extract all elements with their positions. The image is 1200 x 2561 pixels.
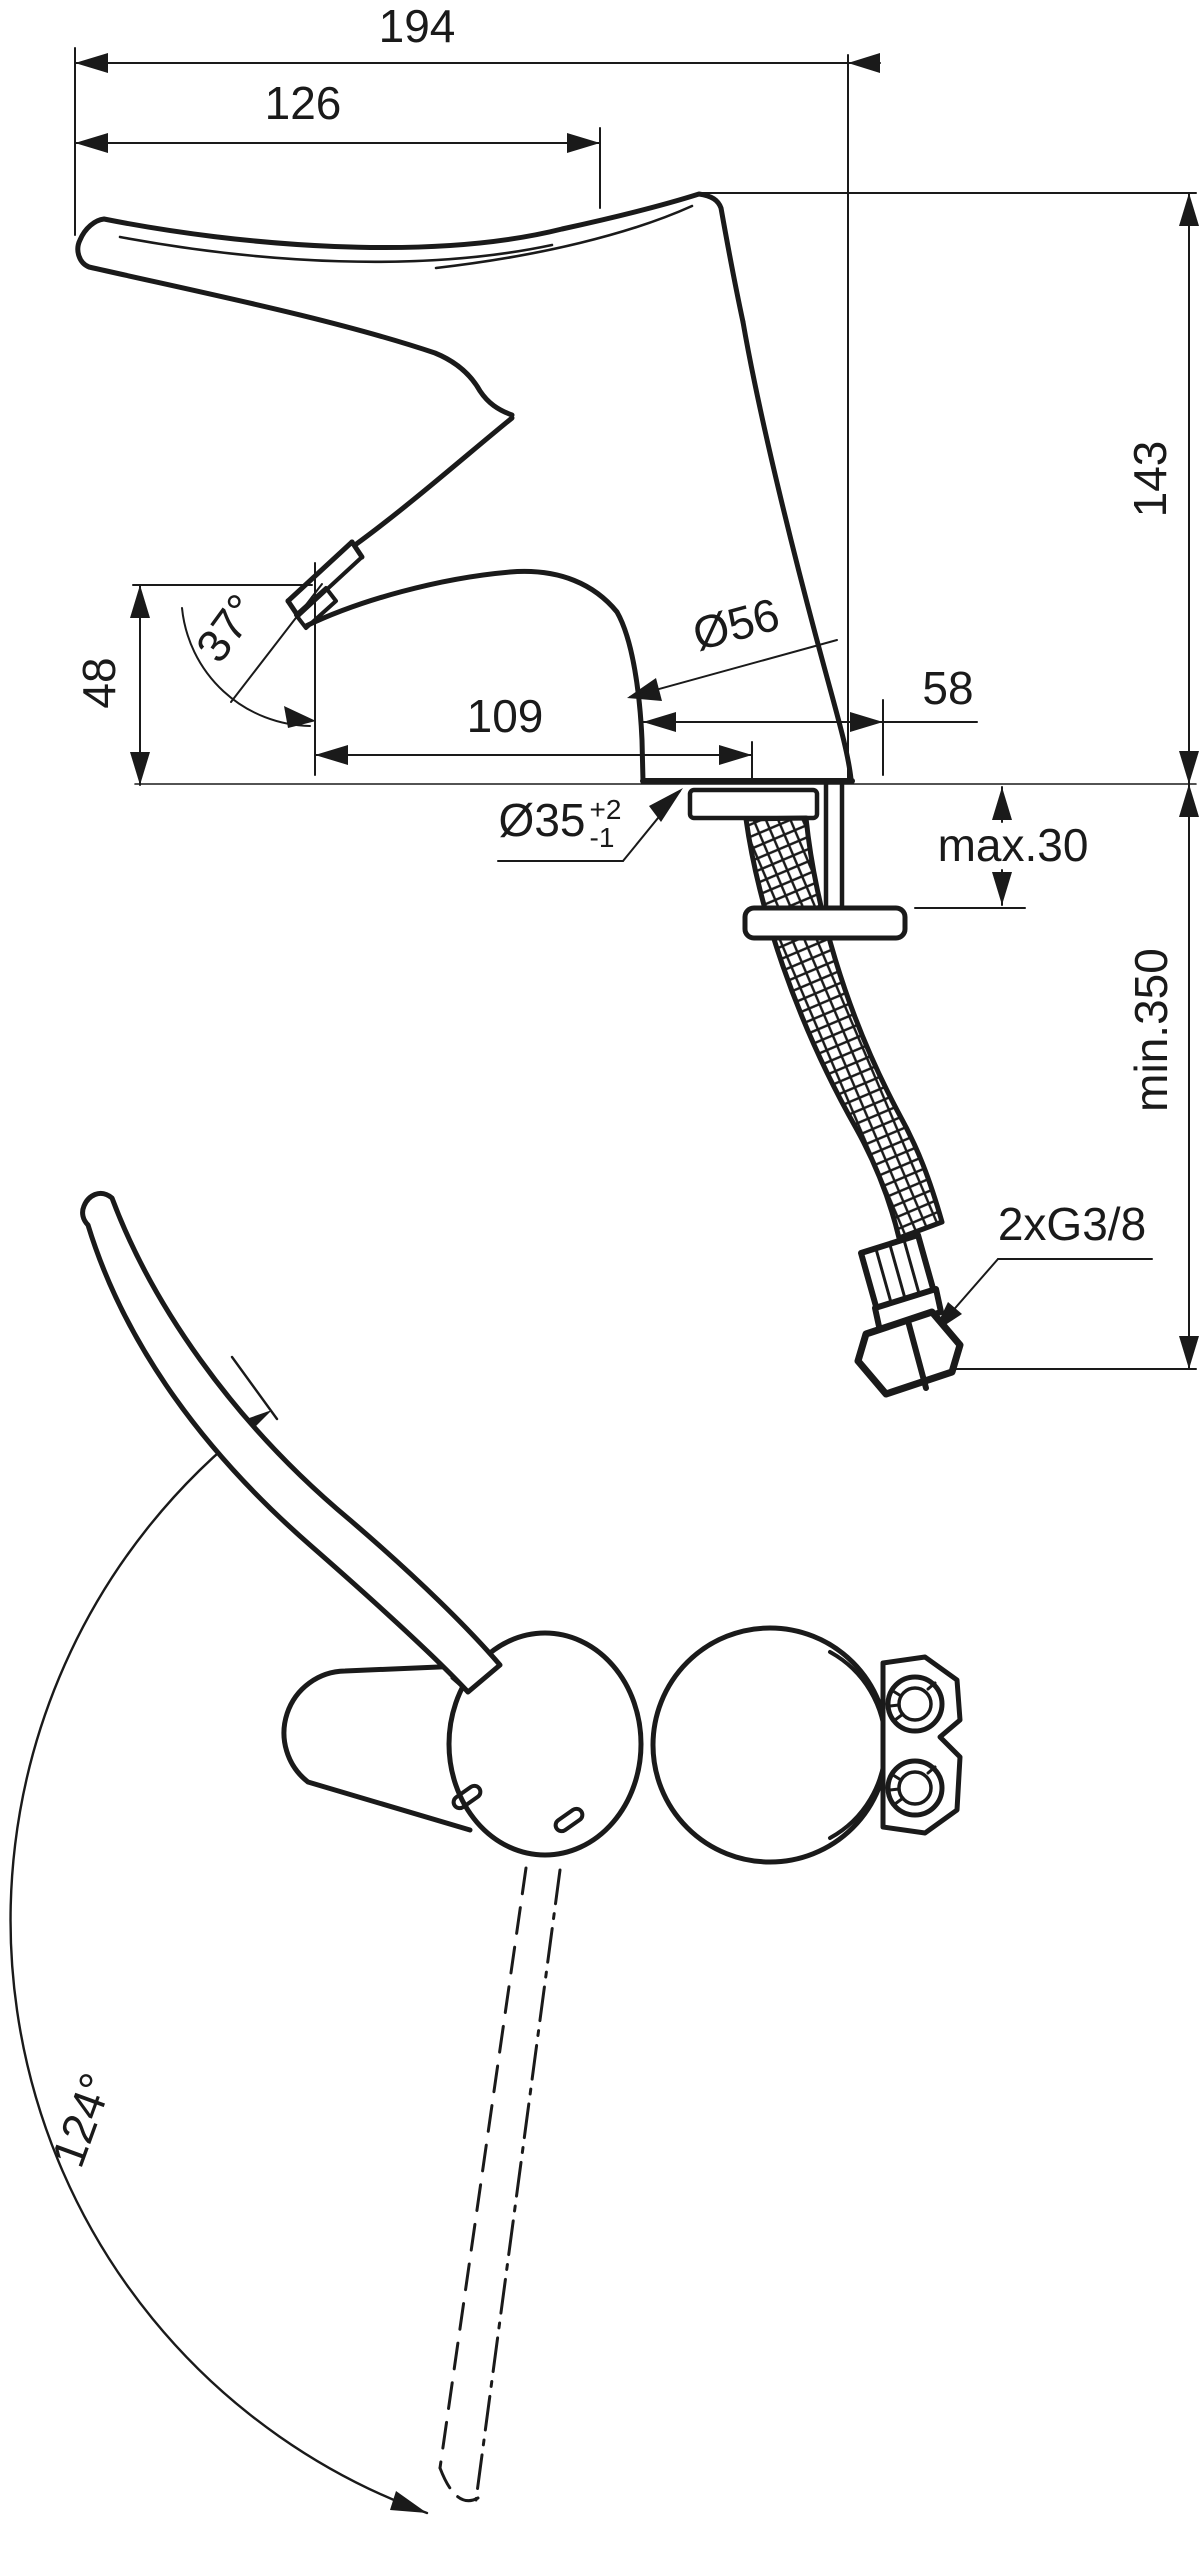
side-view	[74, 47, 1199, 1398]
faucet-side-outline	[75, 191, 855, 784]
dim-143-label: 143	[1124, 440, 1176, 518]
lever-top	[80, 1191, 503, 1695]
body-right-edge	[740, 319, 854, 782]
max-30-label: max.30	[937, 819, 1089, 871]
dim-58-label: 58	[922, 662, 974, 714]
dimension-lines	[74, 62, 1003, 906]
supply-couplings	[880, 1654, 963, 1836]
dim-126-label: 126	[264, 77, 342, 129]
hose-end-fitting	[854, 1232, 964, 1398]
dia-35-upper-tolerance: +2	[589, 794, 622, 825]
g38-connection-label: 2xG3/8	[997, 1198, 1147, 1250]
body-circle	[650, 1625, 890, 1865]
spout-top-edge	[352, 415, 515, 548]
dia-35-lower-tolerance: -1	[589, 822, 615, 853]
cartridge-circle	[446, 1630, 644, 1858]
min-350-label: min.350	[1125, 948, 1177, 1112]
top-view	[9, 1191, 963, 2515]
hose-nut	[854, 1308, 964, 1398]
escutcheon-top	[281, 1663, 473, 1833]
dim-109-label: 109	[466, 690, 544, 742]
under-deck	[687, 781, 964, 1398]
dim-48-label: 48	[73, 657, 125, 709]
aerator	[294, 586, 338, 630]
swung-position-dashed	[438, 1866, 562, 2503]
spout-underside	[303, 568, 646, 784]
indicator-slots	[451, 1783, 585, 1834]
mounting-washer	[742, 905, 908, 941]
dia-35-label: Ø35+2-1	[498, 794, 622, 853]
lever-side	[75, 191, 746, 418]
dim-194-label: 194	[378, 0, 456, 52]
extension-lines	[74, 47, 1197, 1370]
mounting-flange	[687, 787, 820, 821]
dimension-arrows	[75, 53, 1199, 1369]
